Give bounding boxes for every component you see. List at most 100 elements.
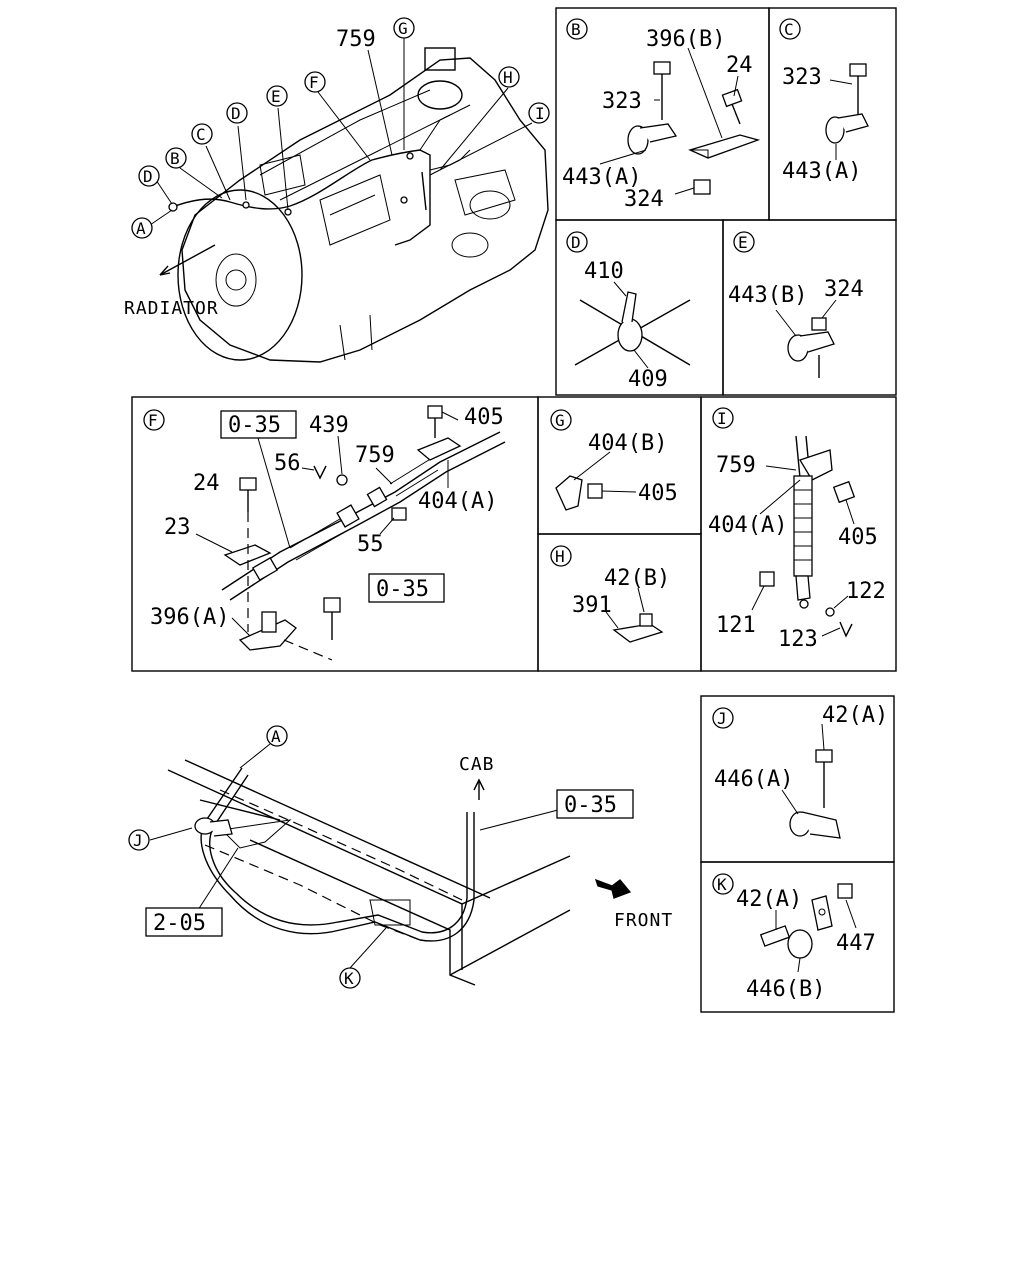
svg-text:C: C <box>196 125 206 144</box>
panel-F-label-759: 759 <box>355 443 395 468</box>
panel-K-label-446B: 446(B) <box>746 977 825 1002</box>
chassis-ref-box-0-35 <box>556 789 634 819</box>
panel-B-label-323: 323 <box>602 89 642 114</box>
svg-text:E: E <box>738 233 748 252</box>
callout-H: H <box>498 66 520 88</box>
panel-F-letter: F <box>143 409 165 431</box>
panel-F-label-439: 439 <box>309 413 349 438</box>
svg-text:G: G <box>398 19 408 38</box>
callout-I: I <box>528 102 550 124</box>
panel-K-label-447: 447 <box>836 931 876 956</box>
panel-K: K 42(A) 447 446(B) <box>700 861 895 1013</box>
panel-J: J 42(A) 446(A) <box>700 695 895 863</box>
panel-D-letter: D <box>566 231 588 253</box>
svg-text:K: K <box>717 875 727 894</box>
panel-F-label-55: 55 <box>357 532 384 557</box>
chassis-callout-K: K <box>339 967 361 989</box>
panel-G: G 404(B) 405 <box>537 396 702 535</box>
svg-text:K: K <box>344 969 354 988</box>
panel-D-label-409: 409 <box>628 367 668 392</box>
panel-K-letter: K <box>712 873 734 895</box>
callout-E: E <box>266 85 288 107</box>
svg-text:B: B <box>170 149 180 168</box>
panel-E: E 443(B) 324 <box>722 219 897 396</box>
callout-D: D <box>226 102 248 124</box>
chassis-label-0-35: 0-35 <box>564 793 617 818</box>
panel-C: C 323 443(A) <box>768 7 897 221</box>
chassis-callout-A: A <box>266 725 288 747</box>
panel-B-label-443A: 443(A) <box>562 165 641 190</box>
panel-F-label-396A: 396(A) <box>150 605 229 630</box>
svg-text:E: E <box>271 87 281 106</box>
panel-B-label-396B: 396(B) <box>646 27 725 52</box>
panel-F-label-23: 23 <box>164 515 191 540</box>
panel-D: D 410 409 <box>555 219 724 396</box>
panel-C-label-323: 323 <box>782 65 822 90</box>
chassis-ref-box-2-05 <box>145 907 223 937</box>
svg-text:D: D <box>571 233 581 252</box>
panel-I-letter: I <box>712 407 734 429</box>
svg-text:F: F <box>309 73 319 92</box>
chassis-view: A J K 0-35 2-05 CAB FRONT <box>128 725 673 989</box>
panel-F-label-404A: 404(A) <box>418 489 497 514</box>
svg-text:G: G <box>555 411 565 430</box>
svg-text:A: A <box>271 727 281 746</box>
callout-C: C <box>191 123 213 145</box>
panel-H-label-391: 391 <box>572 593 612 618</box>
callout-G: G <box>393 17 415 39</box>
panel-C-letter: C <box>779 18 801 40</box>
svg-text:B: B <box>571 20 581 39</box>
panel-B: B 396(B) 24 323 443(A) 324 <box>555 7 770 221</box>
svg-text:I: I <box>717 409 727 428</box>
svg-text:C: C <box>784 20 794 39</box>
callout-F: F <box>304 71 326 93</box>
panel-E-label-324: 324 <box>824 277 864 302</box>
part-label-759: 759 <box>336 27 376 52</box>
panel-F: F 0-35 0-35 <box>131 396 539 672</box>
panel-B-letter: B <box>566 18 588 40</box>
panel-F-label-0-35: 0-35 <box>228 413 281 438</box>
panel-I-label-404A: 404(A) <box>708 513 787 538</box>
panel-G-label-405: 405 <box>638 481 678 506</box>
panel-G-letter: G <box>550 409 572 431</box>
panel-F-ref-box-0-35-b <box>368 573 445 603</box>
panel-I-label-123: 123 <box>778 627 818 652</box>
panel-H-letter: H <box>550 545 572 567</box>
panel-H-label-42B: 42(B) <box>604 566 670 591</box>
panel-F-label-405: 405 <box>464 405 504 430</box>
panel-F-label-0-35-b: 0-35 <box>376 577 429 602</box>
panel-H: H 42(B) 391 <box>537 533 702 672</box>
panel-E-label-443B: 443(B) <box>728 283 807 308</box>
panel-J-letter: J <box>712 707 734 729</box>
panel-F-label-24: 24 <box>193 471 220 496</box>
panel-F-ref-box-0-35 <box>220 410 297 439</box>
svg-text:D: D <box>143 167 153 186</box>
panel-I-label-122: 122 <box>846 579 886 604</box>
svg-text:J: J <box>717 709 727 728</box>
svg-text:J: J <box>133 831 143 850</box>
radiator-label: RADIATOR <box>124 298 219 319</box>
callout-B: B <box>165 147 187 169</box>
panel-C-label-443A: 443(A) <box>782 159 861 184</box>
panel-B-label-24: 24 <box>726 53 753 78</box>
svg-text:A: A <box>136 219 146 238</box>
cab-label: CAB <box>459 754 495 775</box>
panel-B-label-324: 324 <box>624 187 664 212</box>
svg-text:H: H <box>503 68 513 87</box>
panel-G-label-404B: 404(B) <box>588 431 667 456</box>
panel-K-label-42A: 42(A) <box>736 887 802 912</box>
front-label: FRONT <box>614 910 673 931</box>
panel-I-label-405: 405 <box>838 525 878 550</box>
callout-A: A <box>131 217 153 239</box>
panel-J-label-42A: 42(A) <box>822 703 888 728</box>
front-arrow-icon <box>594 878 632 899</box>
panel-J-label-446A: 446(A) <box>714 767 793 792</box>
svg-text:D: D <box>231 104 241 123</box>
callout-D-left: D <box>138 165 160 187</box>
panel-D-label-410: 410 <box>584 259 624 284</box>
panel-E-letter: E <box>733 231 755 253</box>
engine-main-view: 759 RADIATOR A B C D D E F G H I <box>124 17 550 363</box>
panel-I-label-121: 121 <box>716 613 756 638</box>
svg-text:H: H <box>555 547 565 566</box>
panel-I-label-759: 759 <box>716 453 756 478</box>
